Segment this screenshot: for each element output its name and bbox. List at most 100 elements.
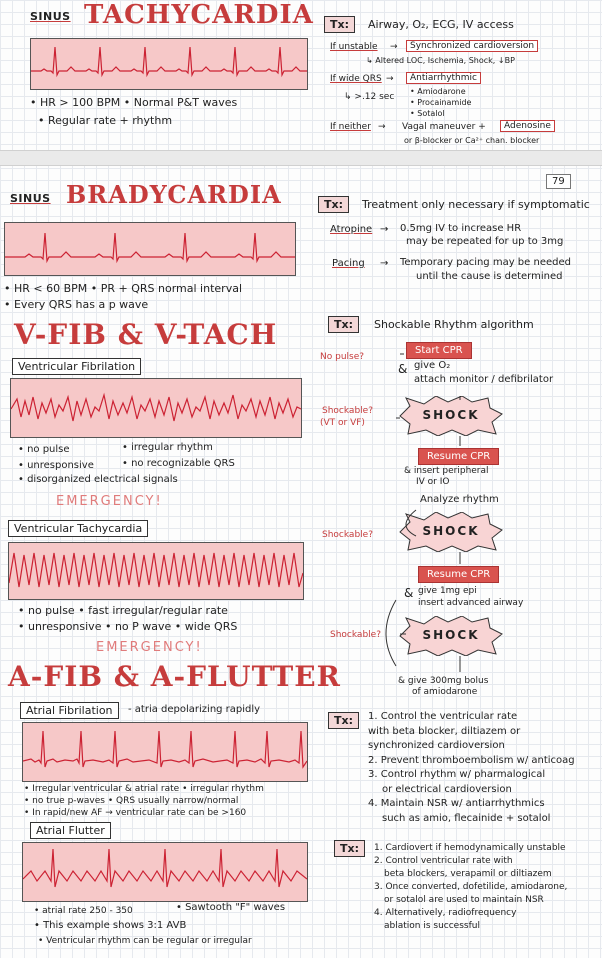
tachy-drug: • Sotalol [410, 109, 445, 118]
tachy-prefix: SINUS [30, 10, 71, 23]
tachy-bullet-2: • Regular rate + rhythm [38, 114, 173, 127]
fl-label: Atrial Flutter [30, 822, 111, 839]
tachy-arrow-2: → [386, 74, 394, 84]
brady-pacing-line: Temporary pacing may be needed [400, 257, 571, 268]
af-label: Atrial Fibrilation [20, 702, 119, 719]
tachy-neither-label: If neither [330, 122, 371, 132]
vf-label: Ventricular Fibrilation [12, 358, 142, 375]
brady-prefix: SINUS [10, 192, 51, 205]
brady-title: BRADYCARDIA [66, 180, 282, 209]
vfib-title: V-FIB & V-TACH [14, 318, 278, 351]
algo-title: Shockable Rhythm algorithm [374, 318, 534, 331]
tachy-tx-label: Tx: [324, 16, 355, 33]
af-bullet: • no true p-waves • QRS usually narrow/n… [24, 796, 239, 806]
tachy-tx-line: Airway, O₂, ECG, IV access [368, 18, 514, 31]
fl-bullet: • This example shows 3:1 AVB [34, 920, 187, 931]
brady-pacing-text: Temporary pacing may be needed until the… [400, 256, 571, 284]
arrow-icon [405, 509, 417, 537]
brady-arrow-1: → [380, 224, 389, 235]
algo-amio-line: of amiodarone [412, 687, 478, 697]
vf-bullet: • no recognizable QRS [122, 458, 235, 469]
fl-ecg-strip [22, 842, 308, 902]
afib-tx2-item: 1. Cardiovert if hemodynamically unstabl… [374, 843, 566, 853]
algo-shock-3: SHOCK [396, 616, 506, 656]
afib-tx2-list: 1. Cardiovert if hemodynamically unstabl… [374, 842, 567, 933]
brady-atropine-line: 0.5mg IV to increase HR [400, 223, 522, 234]
af-ecg-trace [23, 730, 307, 769]
afib-tx2-item: or sotalol are used to maintain NSR [384, 895, 544, 905]
brady-atropine-text: 0.5mg IV to increase HR may be repeated … [400, 222, 563, 248]
afib-tx1-item: 2. Prevent thromboembolism w/ anticoag [368, 754, 575, 766]
algo-resume-cpr-2: Resume CPR [418, 566, 500, 583]
tachy-arrow-1: → [390, 42, 398, 52]
algo-amio-line: & give 300mg bolus [398, 676, 489, 686]
afib-tx2-label: Tx: [334, 840, 365, 857]
page-break [0, 150, 602, 166]
algo-shockable-3: Shockable? [330, 630, 381, 640]
afib-tx1-item: 1. Control the ventricular rate [368, 711, 518, 722]
tachy-wide-label: If wide QRS [330, 74, 382, 84]
shock-starburst-icon [399, 512, 503, 552]
afib-tx1-item: with beta blocker, diltiazem or [368, 725, 521, 737]
tachy-unstable-label: If unstable [330, 42, 378, 52]
vf-bullet: • irregular rhythm [122, 442, 213, 453]
algo-no-pulse: No pulse? [320, 352, 365, 362]
brady-atropine-line: may be repeated for up to 3mg [406, 236, 564, 247]
algo-start-cpr: Start CPR [406, 342, 472, 359]
tachy-adenosine: Adenosine [500, 120, 555, 132]
tachy-unstable-note: ↳ Altered LOC, Ischemia, Shock, ↓BP [366, 56, 515, 65]
algo-insert-line: IV or IO [416, 477, 450, 487]
brady-ecg-strip [4, 222, 296, 276]
algo-insert-line: & insert peripheral [404, 466, 489, 476]
algo-attach: attach monitor / defibrilator [414, 374, 554, 385]
algo-amp-2: & [404, 586, 414, 600]
vt-bullet-2: • unresponsive • no P wave • wide QRS [18, 620, 238, 633]
afib-tx1-item: 4. Maintain NSR w/ antiarrhythmics [368, 798, 545, 809]
vt-bullet-1: • no pulse • fast irregular/regular rate [18, 604, 228, 617]
shock-label: SHOCK [422, 628, 480, 642]
tachy-drug: • Procainamide [410, 98, 472, 107]
algo-tx-label: Tx: [328, 316, 359, 333]
algo-amio: & give 300mg bolus of amiodarone [398, 676, 488, 698]
algo-vt-vf: (VT or VF) [320, 418, 365, 428]
af-bullet: • In rapid/new AF → ventricular rate can… [24, 808, 247, 818]
shock-label: SHOCK [422, 524, 480, 538]
tachy-unstable-action: Synchronized cardioversion [406, 40, 539, 52]
brady-tx-label: Tx: [318, 196, 349, 213]
vt-emergency: EMERGENCY! [96, 640, 203, 655]
af-bullet: • Irregular ventricular & atrial rate • … [24, 784, 264, 794]
fl-bullet: • Ventricular rhythm can be regular or i… [38, 936, 252, 946]
vt-label: Ventricular Tachycardia [8, 520, 149, 537]
shock-starburst-icon [399, 616, 503, 656]
shock-label: SHOCK [422, 408, 480, 422]
arrow-icon [385, 599, 397, 667]
afib-tx1-list: 1. Control the ventricular rate with bet… [368, 710, 575, 826]
afib-tx1-item: or electrical cardioversion [382, 783, 512, 795]
brady-pacing-line: until the cause is determined [416, 271, 563, 282]
fl-ecg-trace [23, 848, 307, 888]
tachy-title: TACHYCARDIA [84, 0, 314, 30]
vf-emergency: EMERGENCY! [56, 494, 163, 509]
algo-airway: insert advanced airway [418, 598, 524, 608]
brady-pacing-label: Pacing [332, 258, 365, 269]
vt-ecg-trace [9, 552, 303, 588]
fl-bullet: • atrial rate 250 - 350 [34, 906, 133, 916]
algo-resume-cpr-1: Resume CPR [418, 448, 500, 465]
vf-bullet: • unresponsive [18, 460, 94, 471]
algo-shockable-1: Shockable? [322, 406, 373, 416]
brady-ecg-trace [5, 232, 295, 264]
algo-insert-iv: & insert peripheral IV or IO [404, 466, 489, 488]
tachy-bullet-1: • HR > 100 BPM • Normal P&T waves [30, 96, 238, 109]
tachy-wide-action: Antiarrhythmic [406, 72, 481, 84]
algo-shockable-2: Shockable? [322, 530, 373, 540]
tachy-neither-action: Vagal maneuver + [402, 122, 486, 132]
afib-tx2-item: beta blockers, verapamil or diltiazem [384, 869, 552, 879]
brady-bullet-1: • HR < 60 BPM • PR + QRS normal interval [4, 282, 242, 295]
afib-tx1-item: synchronized cardioversion [368, 740, 505, 751]
brady-tx-line: Treatment only necessary if symptomatic [362, 198, 590, 211]
brady-bullet-2: • Every QRS has a p wave [4, 298, 149, 311]
algo-shock-2: SHOCK [396, 512, 506, 552]
afib-title: A-FIB & A-FLUTTER [8, 660, 341, 693]
fl-bullet: • Sawtooth "F" waves [176, 902, 286, 913]
afib-tx1-item: such as amio, flecainide + sotalol [382, 812, 551, 824]
